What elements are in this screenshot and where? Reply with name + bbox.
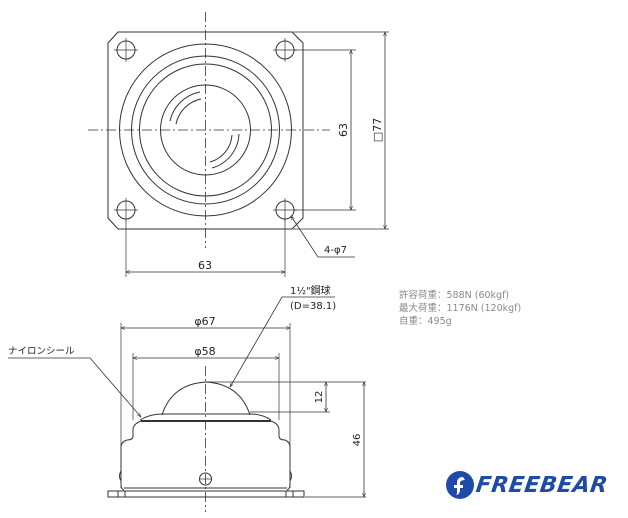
dim-text-46: 46: [352, 434, 363, 447]
hole-callout-text: 4-φ7: [324, 245, 347, 256]
mounting-plate-outline: [107, 31, 304, 230]
ball-label-line2: (D=38.1): [290, 301, 336, 312]
mounting-hole-bl: [114, 198, 138, 222]
dim-text-77: □77: [371, 118, 384, 142]
seal-label-leader: [8, 357, 142, 418]
top-view: [88, 12, 389, 277]
dim-text-phi58: φ58: [194, 345, 215, 358]
spec-allowable-load: 許容荷重：588N (60kgf): [399, 290, 510, 301]
hole-callout-leader: [290, 215, 355, 258]
freebear-logo-text: FREEBEAR: [474, 472, 610, 498]
ball-label-line1: 1½"鋼球: [290, 284, 331, 297]
dim-text-63-horizontal: 63: [198, 259, 212, 272]
spec-max-load: 最大荷重：1176N (120kgf): [399, 303, 522, 314]
side-view: [8, 296, 366, 512]
body-upper: [120, 420, 142, 491]
mounting-hole-br: [273, 198, 297, 222]
mounting-hole-tl: [114, 38, 138, 62]
base-flange: [107, 490, 305, 498]
nylon-seal: [139, 413, 272, 421]
ball-label-leader: [229, 296, 335, 388]
dim-text-12: 12: [314, 391, 325, 404]
freebear-logo-icon: [446, 471, 474, 499]
steel-ball: [161, 381, 251, 416]
mounting-hole-tr: [273, 38, 297, 62]
dim-text-phi67: φ67: [194, 315, 215, 328]
seal-label: ナイロンシール: [8, 346, 75, 357]
freebear-logo: FREEBEAR: [446, 470, 610, 500]
spec-weight: 自重：495g: [399, 316, 452, 327]
spec-list: 許容荷重：588N (60kgf) 最大荷重：1176N (120kgf) 自重…: [399, 289, 521, 328]
dim-text-63-vertical: 63: [337, 123, 350, 137]
